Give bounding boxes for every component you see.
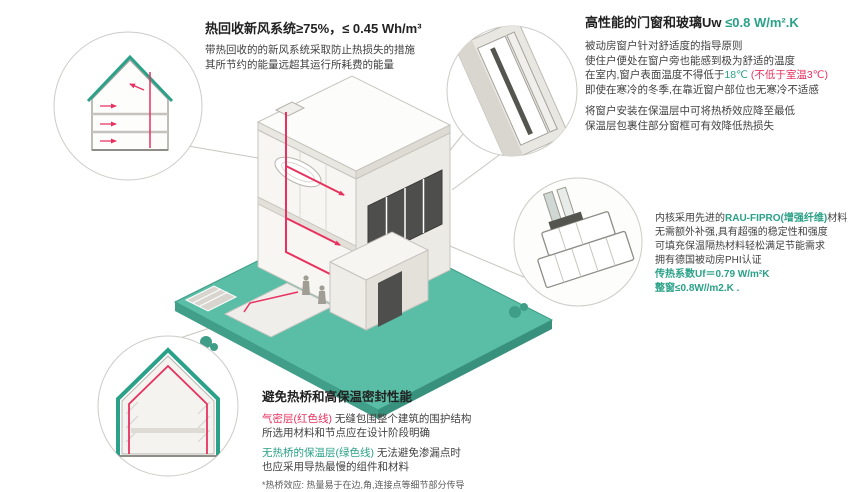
- terrace-stairs: [184, 285, 238, 312]
- thermal-detail-circle: [97, 335, 239, 477]
- profile-line-1-suffix: 材料: [827, 213, 848, 224]
- insulation-layer-line: [116, 347, 220, 456]
- windows-title-prefix: 高性能的门窗和玻璃Uw: [585, 15, 726, 30]
- callout-windows-text: 高性能的门窗和玻璃Uw ≤0.8 W/m².K 被动房窗户针对舒适度的指导原则 …: [585, 12, 863, 133]
- windows-line-3-temp: 18℃: [724, 69, 748, 81]
- entrance-annex: [328, 231, 430, 331]
- windows-title: 高性能的门窗和玻璃Uw ≤0.8 W/m².K: [585, 12, 863, 31]
- insulation-layer-label: 无热桥的保温层(绿色线): [262, 447, 374, 459]
- hrv-unit: [274, 101, 306, 117]
- airtight-layer-text: 无缝包围整个建筑的围护结构: [332, 413, 472, 425]
- thermal-title: 避免热桥和高保温密封性能: [262, 390, 413, 404]
- thermal-red-line: 气密层(红色线) 无缝包围整个建筑的围护结构: [262, 412, 582, 426]
- windows-line-5: 将窗户安装在保温层中可将热桥效应降至最低: [585, 105, 795, 117]
- windows-line-3: 在室内,窗户表面温度不得低于18℃ (不低于室温3℃): [585, 68, 863, 83]
- house-illustration: [256, 75, 452, 331]
- profile-line-2: 无需额外补强,具有超强的稳定性和强度: [655, 227, 828, 238]
- profile-brand: RAU-FIPRO(增强纤维): [725, 213, 828, 224]
- thermal-line-4: 也应采用导热最慢的组件和材料: [262, 461, 409, 473]
- windows-line-1: 被动房窗户针对舒适度的指导原则: [585, 40, 743, 52]
- callout-ventilation-text: 热回收新风系统≥75%，≤ 0.45 Wh/m³ 带热回收的的新风系统采取防止热…: [205, 18, 440, 73]
- airtight-layer-label: 气密层(红色线): [262, 413, 332, 425]
- windows-title-value: ≤0.8 W/m².K: [725, 15, 799, 30]
- windows-line-3-note: (不低于室温3℃): [747, 69, 828, 81]
- callout-thermal-text: 避免热桥和高保温密封性能 气密层(红色线) 无缝包围整个建筑的围护结构 所选用材…: [262, 386, 582, 492]
- profile-line-3: 可填充保温隔热材料轻松满足节能需求: [655, 241, 825, 252]
- thermal-green-line: 无热桥的保温层(绿色线) 无法避免渗漏点时: [262, 446, 582, 460]
- profile-uf-value: 传热系数Uf＝0.79 W/m²K: [655, 269, 770, 280]
- airtight-layer-line: [128, 364, 208, 454]
- thermal-line-2: 所选用材料和节点应在设计阶段明确: [262, 427, 430, 439]
- ventilation-detail-circle: [53, 31, 203, 181]
- people-figures: [302, 275, 326, 304]
- shrubs: [200, 303, 528, 351]
- profile-uw-value: 整窗≤0.8W//m2.K .: [655, 283, 740, 294]
- window-corner-circle: [446, 25, 578, 157]
- profile-line-1-prefix: 内核采用先进的: [655, 213, 725, 224]
- windows-line-2: 使住户便处在窗户旁也能感到极为舒适的温度: [585, 54, 795, 67]
- insulation-layer-text: 无法避免渗漏点时: [374, 447, 461, 459]
- ventilation-line-1: 带热回收的的新风系统采取防止热损失的措施: [205, 44, 415, 56]
- entrance-door: [378, 271, 402, 327]
- frame-profile-circle: [513, 177, 643, 307]
- windows-line-3-prefix: 在室内,窗户表面温度不得低于: [585, 69, 725, 81]
- ventilation-ducts: [285, 112, 345, 280]
- ventilation-line-2: 其所节约的能量远超其运行所耗费的能量: [205, 59, 394, 71]
- callout-profile-text: 内核采用先进的RAU-FIPRO(增强纤维)材料 无需额外补强,具有超强的稳定性…: [655, 212, 863, 296]
- windows-line-4: 即使在寒冷的冬季,在靠近窗户部位也无寒冷不适感: [585, 83, 819, 96]
- airflow-arrows: [100, 83, 145, 144]
- thermal-footnote: *热桥效应: 热量易于在边,角,连接点等细节部分传导: [262, 480, 465, 490]
- profile-line-4: 拥有德国被动房PHI认证: [655, 255, 762, 266]
- windows-line-6: 保温层包裹住部分窗框可有效降低热损失: [585, 119, 774, 132]
- ventilation-title: 热回收新风系统≥75%，≤ 0.45 Wh/m³: [205, 21, 422, 36]
- profile-line-1: 内核采用先进的RAU-FIPRO(增强纤维)材料: [655, 212, 863, 226]
